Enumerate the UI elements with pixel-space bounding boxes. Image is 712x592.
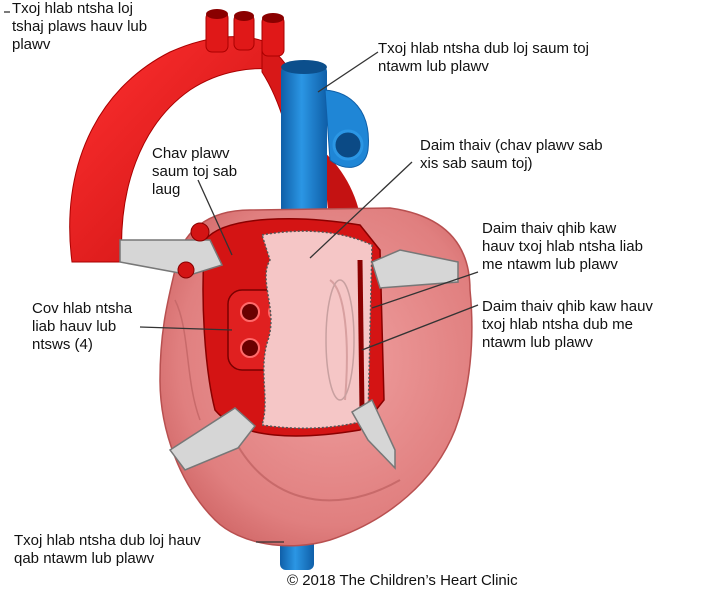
label-baffle-to-left-atrium: Daim thaiv qhib kaw hauv txoj hlab ntsha… — [482, 220, 643, 274]
label-superior-vena-cava: Txoj hlab ntsha dub loj saum toj ntawm l… — [378, 40, 589, 76]
copyright-notice: © 2018 The Children’s Heart Clinic — [287, 572, 518, 590]
label-baffle-to-vena-cava: Daim thaiv qhib kaw hauv txoj hlab ntsha… — [482, 298, 653, 352]
label-inferior-vena-cava: Txoj hlab ntsha dub loj hauv qab ntawm l… — [14, 532, 201, 568]
label-pulmonary-veins: Cov hlab ntsha liab hauv lub ntsws (4) — [32, 300, 132, 354]
label-atrial-septum-patch: Daim thaiv (chav plawv sab xis sab saum … — [420, 137, 603, 173]
label-aorta: Txoj hlab ntsha loj tshaj plaws hauv lub… — [12, 0, 147, 54]
label-left-atrium: Chav plawv saum toj sab laug — [152, 145, 237, 199]
atrial-patch — [262, 231, 372, 428]
